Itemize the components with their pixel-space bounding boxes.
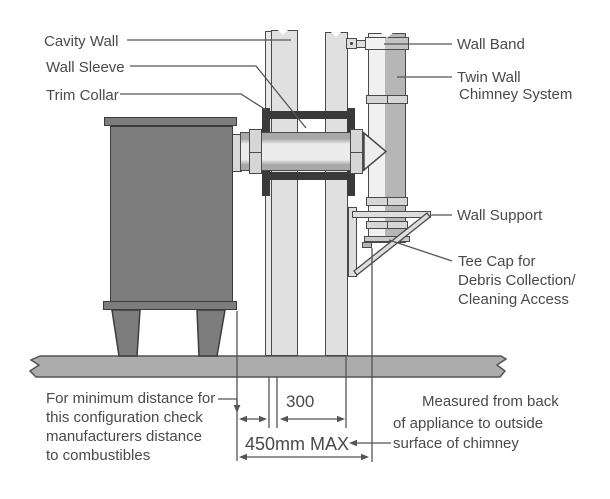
flue-tee-cone <box>363 131 388 172</box>
fixing-screw-dot <box>350 42 353 45</box>
label-twin-wall-line2: Chimney System <box>459 86 573 103</box>
leader-wall-sleeve <box>130 65 307 129</box>
note-measured-line3: surface of chimney <box>393 435 519 452</box>
hearth-ground <box>28 355 508 378</box>
tee-cap-plate <box>364 236 410 242</box>
arrowhead <box>259 415 267 423</box>
trim-collar-bottom-left <box>262 169 270 196</box>
label-wall-support: Wall Support <box>457 207 543 224</box>
leader-tee-cap <box>388 239 453 262</box>
label-twin-wall-line1: Twin Wall <box>457 69 521 86</box>
wall-band-fixing <box>346 38 357 49</box>
chimney-joint-band-lower <box>366 197 408 206</box>
note-min-distance-line1: For minimum distance for <box>46 390 216 407</box>
trim-collar-bottom-right <box>347 169 355 196</box>
dim-value-300: 300 <box>286 392 315 411</box>
note-min-distance-line3: manufacturers distance <box>46 428 202 445</box>
arrowhead <box>239 453 247 461</box>
stove-body <box>110 126 233 303</box>
note-min-distance-line2: this configuration check <box>46 409 203 426</box>
stove-top-plate <box>104 117 237 126</box>
arrowhead <box>280 415 288 423</box>
trim-collar-top-right <box>347 108 355 135</box>
chimney-joint-band-upper <box>366 95 408 104</box>
label-tee-cap-line1: Tee Cap for <box>458 253 536 270</box>
wall-support-plate <box>348 207 357 277</box>
stove-base-plate <box>103 301 237 310</box>
label-wall-band: Wall Band <box>457 36 525 53</box>
flue-joint-band-left <box>249 129 262 174</box>
leader-trim-collar <box>120 93 267 111</box>
dim-value-450mm-max: 450mm MAX <box>245 434 350 454</box>
note-measured-line1: Measured from back <box>422 393 559 410</box>
arrowhead <box>337 415 345 423</box>
arrowhead <box>239 415 247 423</box>
label-trim-collar: Trim Collar <box>46 87 119 104</box>
wall-sleeve-bottom <box>264 172 354 180</box>
wall-break-notch-outer <box>330 31 342 37</box>
chimney-break-notch <box>380 32 394 38</box>
label-wall-sleeve: Wall Sleeve <box>46 59 125 76</box>
wall-sleeve-top <box>264 111 354 119</box>
flue-joint-band-right <box>350 129 363 174</box>
label-tee-cap-line2: Debris Collection/ <box>458 272 576 289</box>
stove-leg-left <box>111 309 141 357</box>
label-cavity-wall: Cavity Wall <box>44 33 119 50</box>
tee-joint-band <box>366 221 408 229</box>
cavity-wall-inner-leaf <box>271 30 298 356</box>
wall-break-notch-inner <box>277 29 289 35</box>
arrowhead <box>361 453 369 461</box>
trim-collar-top-left <box>262 108 270 135</box>
label-tee-cap-line3: Cleaning Access <box>458 291 569 308</box>
arrowhead <box>349 439 357 447</box>
wall-support-brace <box>353 212 431 276</box>
note-min-distance-line4: to combustibles <box>46 447 151 464</box>
stove-leg-right <box>196 309 226 357</box>
note-measured-line2: of appliance to outside <box>393 415 544 432</box>
arrowhead-down <box>233 405 241 413</box>
leader-min-distance-note <box>218 398 238 405</box>
tee-cap-nub <box>362 242 372 248</box>
